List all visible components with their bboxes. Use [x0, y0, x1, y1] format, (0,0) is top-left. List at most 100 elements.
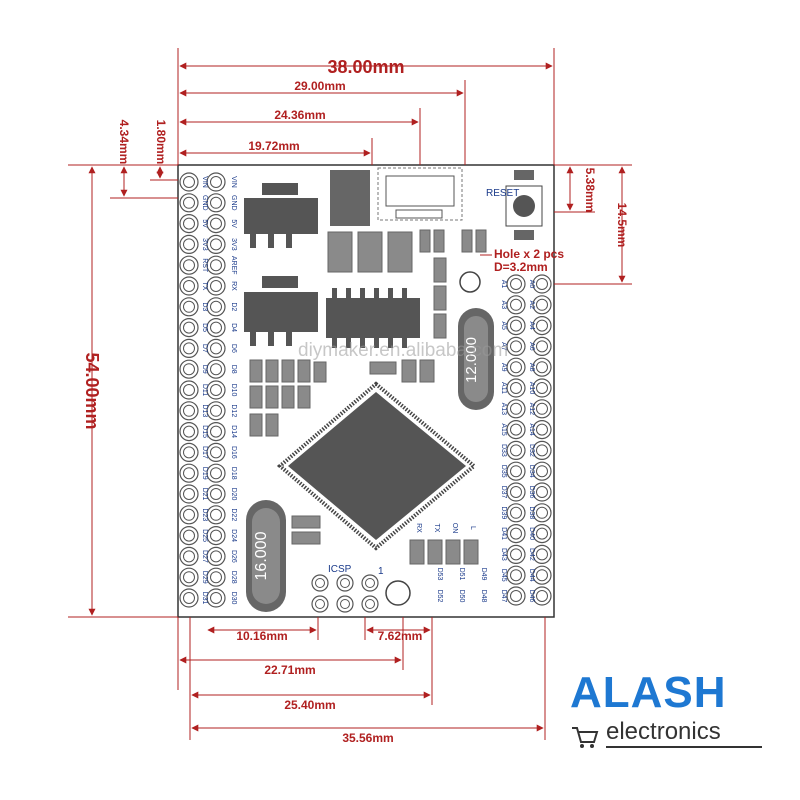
pin-pad	[179, 484, 199, 504]
usb-connector	[377, 167, 463, 221]
pin-pad	[179, 401, 199, 421]
pin-pad	[206, 484, 226, 504]
extension-lines	[68, 48, 632, 740]
pin-header-left-inner	[206, 172, 226, 608]
pin-label: D29	[201, 571, 208, 584]
pin-label: A4	[528, 321, 535, 330]
pin-header-right-inner	[506, 274, 526, 606]
dim-29mm: 29.00mm	[294, 79, 345, 93]
pin-label: D37	[500, 486, 507, 499]
pin-pad	[179, 442, 199, 462]
pin-pad	[532, 357, 552, 377]
pin-label: D16	[230, 446, 237, 459]
icsp-pin	[311, 595, 329, 613]
pin-pad	[206, 172, 226, 192]
pin-pad	[206, 297, 226, 317]
dimension-lines	[88, 62, 626, 732]
pin-pad	[506, 399, 526, 419]
watermark: diymaker.en.alibaba.com	[298, 340, 508, 361]
pin-label: D42	[528, 548, 535, 561]
dim-762mm: 7.62mm	[378, 629, 423, 643]
pin-label: A14	[528, 423, 535, 436]
pin-pad	[206, 525, 226, 546]
hole-diameter: D=3.2mm	[494, 260, 548, 274]
pin-label: A1	[500, 280, 507, 289]
pin-pad	[179, 318, 199, 338]
led-label: L	[469, 526, 476, 530]
icsp-header	[311, 574, 379, 613]
usb-chip-pins	[332, 288, 407, 348]
pin-pad	[179, 234, 199, 254]
resistor-array	[249, 359, 327, 437]
pin-pad	[506, 503, 526, 523]
smd-components	[327, 229, 487, 383]
pin-pad	[206, 463, 226, 483]
pin-pad	[532, 586, 552, 606]
brand-subtitle: electronics	[606, 718, 721, 745]
diode	[330, 170, 370, 226]
pin-pad	[532, 482, 552, 502]
pin-pad	[506, 482, 526, 502]
pin-pad	[506, 565, 526, 585]
pin-pad	[506, 316, 526, 336]
pin-label: D50	[458, 590, 465, 603]
pin-label: RST	[201, 258, 208, 273]
pin-label: TX	[201, 282, 208, 291]
pin-label: D45	[500, 569, 507, 582]
led-label: ON	[451, 523, 458, 534]
pin-pad	[506, 440, 526, 460]
pin-label: A5	[500, 321, 507, 330]
pin-label: D39	[500, 506, 507, 519]
pin-pad	[206, 276, 226, 296]
pin-pad	[206, 401, 226, 421]
pin-label: D33	[500, 444, 507, 457]
pin-pad	[206, 380, 226, 400]
pin-pad	[179, 525, 199, 546]
pin-pad	[506, 420, 526, 440]
pin-label: D21	[201, 488, 208, 501]
pin-label: 3V3	[230, 238, 237, 251]
pin-pad	[532, 440, 552, 460]
pin-pad	[532, 378, 552, 398]
pin-label: RX	[230, 281, 237, 291]
pin-label: D15	[201, 425, 208, 438]
pin-label: D8	[230, 365, 237, 374]
pin-pad	[179, 338, 199, 358]
pin-label: D49	[480, 568, 487, 581]
pin-pad	[532, 420, 552, 440]
pin-label: D40	[528, 527, 535, 540]
dim-2436mm: 24.36mm	[274, 108, 325, 122]
pin-label: A6	[528, 342, 535, 351]
pin-pad	[506, 274, 526, 294]
pin-label: A7	[500, 342, 507, 351]
pin-label: D12	[230, 404, 237, 417]
pin-label: D20	[230, 488, 237, 501]
icsp-pin	[336, 595, 354, 613]
pin-label: D27	[201, 550, 208, 563]
pin-pad	[532, 565, 552, 585]
led-label: RX	[415, 523, 422, 533]
dim-434mm: 4.34mm	[117, 120, 131, 165]
reset-label: RESET	[486, 188, 519, 199]
pin-label: D52	[436, 590, 443, 603]
pin-pad	[506, 378, 526, 398]
pin-pad	[179, 255, 199, 275]
usb-chip	[326, 298, 420, 338]
pin-pad	[179, 505, 199, 525]
shopping-cart-icon	[572, 727, 599, 748]
pin-label: 5V	[230, 219, 237, 228]
reset-button	[505, 170, 543, 240]
pin-label: D5	[201, 323, 208, 332]
pin-label: D6	[230, 344, 237, 353]
pin-pad	[532, 295, 552, 315]
dim-1016mm: 10.16mm	[236, 629, 287, 643]
pin-pad	[206, 567, 226, 587]
pin-pad	[179, 359, 199, 379]
pin-label: D13	[201, 404, 208, 417]
pin-label: D24	[230, 529, 237, 542]
pin-label: D19	[201, 467, 208, 480]
dim-3556mm: 35.56mm	[342, 731, 393, 745]
pin-label: D23	[201, 508, 208, 521]
pin-label: D18	[230, 467, 237, 480]
